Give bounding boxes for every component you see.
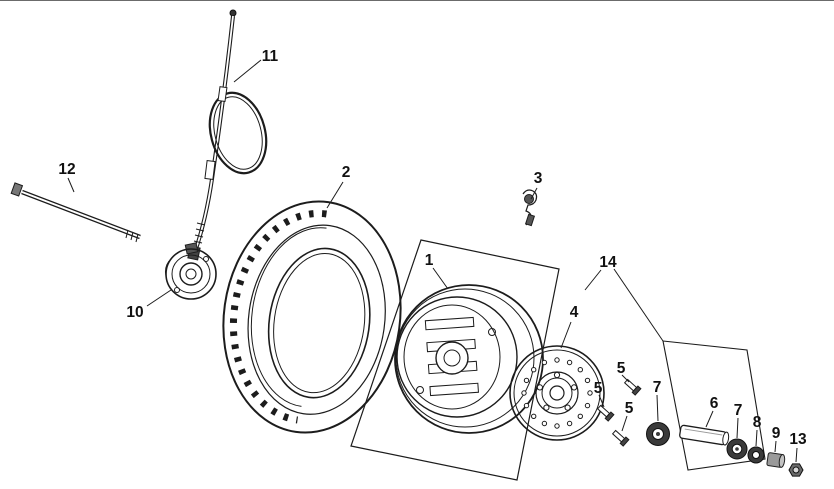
axle-drawing [10,182,141,243]
bearing-drawing-right [726,438,748,460]
wheel-rim-drawing [394,284,544,434]
part-label-5a: 5 [617,360,626,377]
part-label-7a: 7 [653,379,662,396]
leader-part-5a [621,374,630,383]
brake-disc-drawing [509,345,605,441]
part-label-12: 12 [58,161,75,178]
part-label-14: 14 [599,254,617,271]
tire-drawing [222,200,402,434]
leader-part-3 [530,187,538,200]
leader-lines [67,59,798,463]
wheel-rim-box [350,239,560,481]
brake-hose-clamp-drawing [522,189,538,227]
leader-part-10 [146,289,172,307]
leader-part-4 [560,321,572,349]
part-label-6: 6 [710,395,719,412]
part-label-5c: 5 [625,400,634,417]
nut-drawing [788,463,804,477]
axle-spacer-drawing [679,424,730,446]
leader-part-1 [432,267,449,290]
leader-part-13 [795,447,798,463]
part-label-2: 2 [342,164,351,181]
part-label-3: 3 [534,170,543,187]
bolt-drawing-b [596,404,615,422]
part-label-8: 8 [753,414,762,431]
part-label-11: 11 [262,48,279,65]
leader-part-5b [598,394,605,408]
leader-part-9 [774,440,777,453]
leader-part-6 [705,410,714,428]
leader-part-8 [755,429,758,447]
leader-part-5c [621,415,628,432]
collar-drawing [766,452,786,468]
bolt-drawing-c [611,429,630,447]
part-label-5b: 5 [594,380,603,397]
leader-part-7b [736,417,739,439]
oil-seal-drawing [747,446,765,464]
bolt-drawing-a [623,378,642,396]
part-label-10: 10 [126,304,143,321]
leader-part-11 [233,59,262,83]
part-label-1: 1 [425,252,434,269]
hardware-group-outline [662,340,766,471]
leader-part-14a [584,269,602,291]
leader-part-7a [656,394,659,422]
leader-part-14b [613,268,664,342]
leader-part-12 [67,177,75,193]
part-label-13: 13 [789,431,807,448]
part-label-4: 4 [570,304,579,321]
part-label-7b: 7 [734,402,743,419]
leader-part-2 [326,181,344,209]
speedometer-drive-drawing [164,242,217,300]
part-label-9: 9 [772,425,781,442]
speedometer-cable-drawing [187,9,268,261]
bearing-drawing-left [646,422,670,446]
